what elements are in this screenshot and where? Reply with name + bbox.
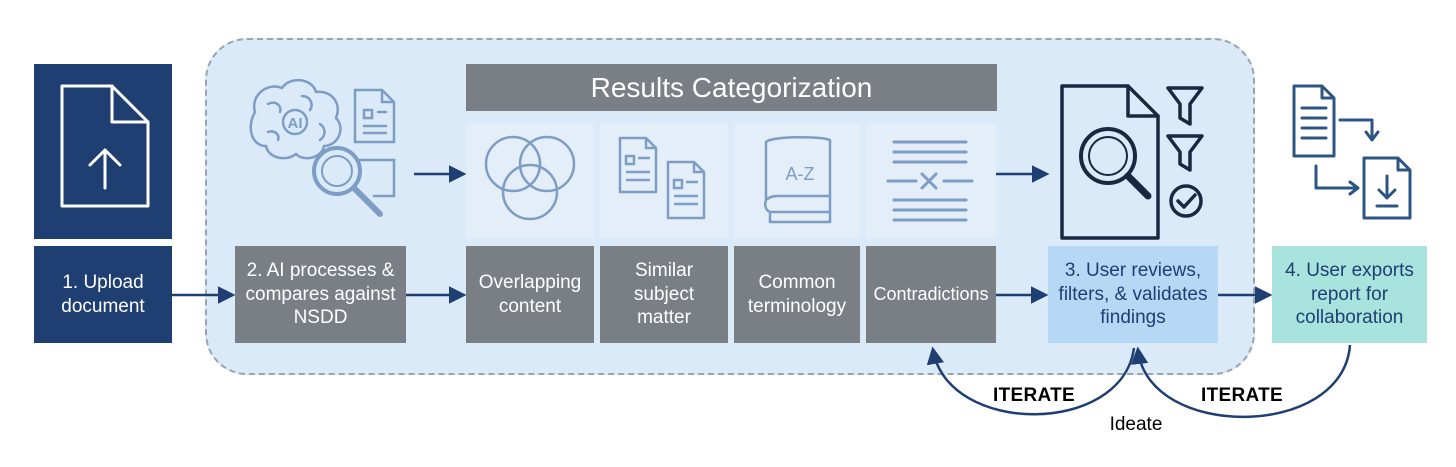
ai-brain-search-icon bbox=[249, 79, 396, 217]
contradiction-icon bbox=[886, 140, 974, 222]
glossary-book-icon bbox=[764, 135, 832, 224]
tile-terminology bbox=[734, 124, 860, 238]
ideate-label: Ideate bbox=[1110, 414, 1163, 435]
flow-arrows bbox=[172, 165, 1273, 304]
iterate-loops bbox=[926, 344, 1352, 419]
step-ai-process: 2. AI processes & compares against NSDD bbox=[235, 246, 406, 343]
step-upload: 1. Upload document bbox=[34, 246, 172, 343]
book-label: A-Z bbox=[786, 164, 815, 184]
ai-chip-label: AI bbox=[288, 115, 303, 132]
venn-diagram-icon bbox=[484, 135, 576, 221]
results-categorization-header: Results Categorization bbox=[466, 64, 997, 111]
category-similar: Similar subject matter bbox=[600, 246, 728, 343]
iterate-label-right: ITERATE bbox=[1201, 385, 1283, 406]
category-contradictions: Contradictions bbox=[866, 246, 996, 343]
tile-similar bbox=[600, 124, 728, 238]
iterate-label-left: ITERATE bbox=[993, 385, 1075, 406]
similar-documents-icon bbox=[618, 136, 706, 220]
category-overlapping: Overlapping content bbox=[466, 246, 594, 343]
step-export: 4. User exports report for collaboration bbox=[1272, 246, 1427, 343]
step-review: 3. User reviews, filters, & validates fi… bbox=[1048, 246, 1218, 343]
export-document-icon bbox=[1292, 84, 1412, 220]
category-terminology: Common terminology bbox=[734, 246, 860, 343]
upload-document-icon bbox=[60, 84, 150, 208]
document-review-filter-icon bbox=[1060, 84, 1204, 240]
